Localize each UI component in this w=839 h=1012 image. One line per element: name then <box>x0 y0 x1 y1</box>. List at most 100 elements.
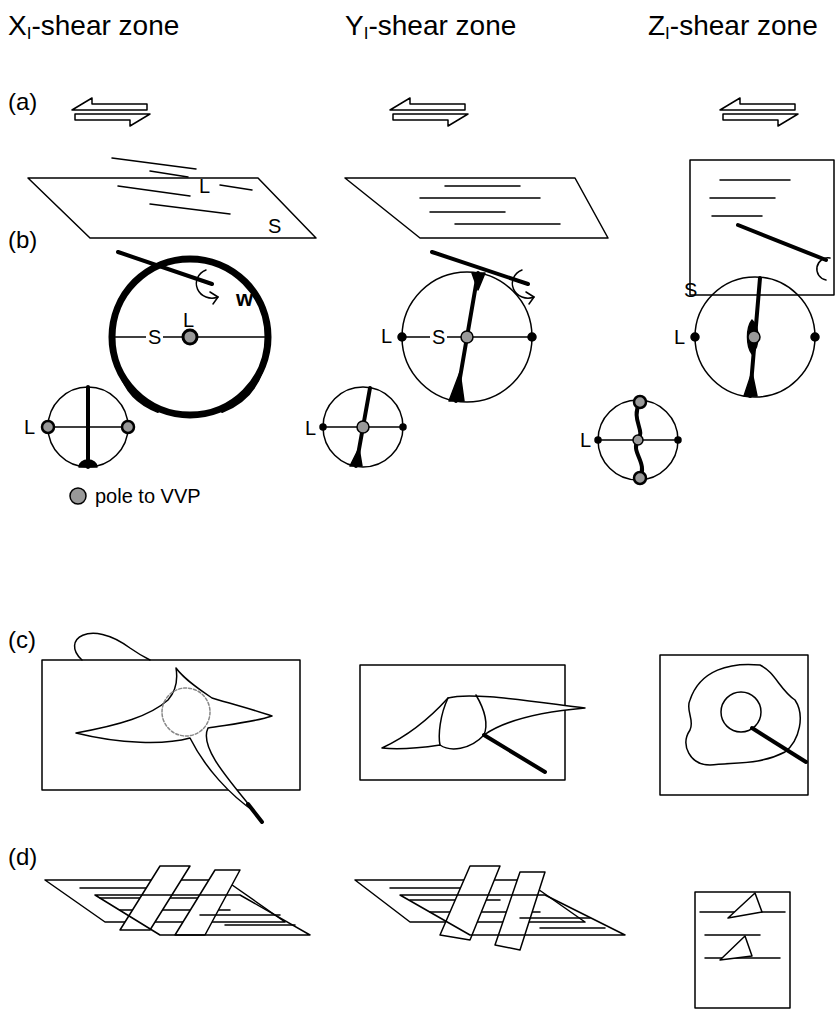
figure-stroke <box>744 372 757 396</box>
figure-stroke <box>357 421 369 433</box>
figure-stroke <box>398 333 406 341</box>
shear-sense-arrow <box>723 114 798 126</box>
figure-stroke <box>162 688 210 736</box>
figure-stroke <box>752 728 806 762</box>
lineation-label: L <box>580 430 591 450</box>
figure-stroke <box>472 273 485 290</box>
figure-stroke <box>520 918 605 928</box>
figure-group <box>28 158 834 1008</box>
foliation-label: S <box>146 327 163 347</box>
figure-stroke <box>495 872 545 950</box>
figure-stroke <box>402 272 532 402</box>
shear-sense-arrow <box>720 98 795 110</box>
figure-stroke <box>76 668 272 812</box>
figure-stroke <box>811 333 819 341</box>
figure-stroke <box>695 277 815 397</box>
figure-stroke <box>42 421 54 433</box>
foliation-label: S <box>430 327 447 347</box>
figure-group <box>72 98 798 126</box>
figure-stroke <box>345 178 608 238</box>
figure-stroke <box>484 735 545 772</box>
figure-stroke <box>675 437 681 443</box>
figure-stroke <box>120 866 190 930</box>
figure-stroke <box>526 292 534 304</box>
figure-stroke <box>86 387 90 467</box>
figure-stroke <box>721 692 761 732</box>
heading-subscript: I <box>665 25 670 42</box>
shear-sense-arrow <box>393 114 468 126</box>
figure-stroke <box>210 292 218 304</box>
figure-stroke <box>598 400 678 480</box>
figure-stroke <box>70 488 86 504</box>
column-heading: Z <box>648 12 665 40</box>
figure-stroke <box>660 655 808 795</box>
foliation-label: S <box>684 280 697 300</box>
heading-subscript: I <box>364 25 369 42</box>
figure-stroke <box>400 424 406 430</box>
figure-stroke <box>595 437 601 443</box>
figure-stroke <box>528 333 536 341</box>
figure-stroke <box>112 259 268 415</box>
panel-letter: (b) <box>8 228 37 252</box>
figure-stroke <box>48 387 128 467</box>
column-heading: Y <box>345 12 364 40</box>
figure-stroke <box>420 186 560 224</box>
figure-stroke <box>440 866 500 940</box>
figure-stroke <box>461 331 473 343</box>
heading-subscript: I <box>27 25 32 42</box>
figure-stroke <box>748 331 760 343</box>
panel-letter: (c) <box>8 628 36 652</box>
figure-stroke <box>95 895 310 935</box>
vorticity-label: w <box>236 288 253 310</box>
figure-stroke <box>400 895 625 935</box>
shear-sense-arrow <box>75 114 150 126</box>
figure-stroke <box>320 424 326 430</box>
legend-text: pole to VVP <box>95 486 201 506</box>
figure-stroke <box>120 372 158 412</box>
figure-stroke <box>112 158 252 190</box>
figure-stroke <box>75 633 150 660</box>
figure-stroke <box>710 180 790 216</box>
column-heading: -shear zone <box>368 12 516 40</box>
panel-letter: (a) <box>8 90 37 114</box>
figure-stroke <box>634 396 646 408</box>
figure-stroke <box>817 258 830 280</box>
figure-stroke <box>200 915 295 925</box>
foliation-label: S <box>268 216 281 236</box>
figure-stroke <box>382 696 585 749</box>
lineation-label: L <box>183 310 194 330</box>
lineation-label: L <box>305 418 316 438</box>
figure-stroke <box>691 333 699 341</box>
figure-stroke <box>350 448 362 466</box>
panel-letter: (d) <box>8 845 37 869</box>
figure-stroke <box>248 804 262 822</box>
figure-stroke <box>690 160 834 295</box>
figure-stroke <box>695 892 790 1008</box>
figure-stroke <box>323 387 403 467</box>
figure-stroke <box>118 186 230 214</box>
figure-stroke <box>634 472 646 484</box>
shear-sense-arrow <box>390 98 465 110</box>
lineation-label: L <box>674 327 685 347</box>
figure-stroke <box>222 372 262 412</box>
figure-stroke <box>196 270 218 298</box>
lineation-label: L <box>24 417 35 437</box>
lineation-label: L <box>199 176 210 196</box>
column-heading: -shear zone <box>670 12 818 40</box>
figure-stroke <box>28 178 316 238</box>
figure-stroke <box>728 893 762 918</box>
figure-stroke <box>738 225 826 260</box>
figure-stroke <box>633 435 643 445</box>
shear-sense-arrow <box>72 98 147 110</box>
column-heading: -shear zone <box>31 12 179 40</box>
figure-stroke <box>439 695 486 745</box>
lineation-label: L <box>381 326 392 346</box>
column-heading: X <box>8 12 27 40</box>
figure-stroke <box>79 460 97 467</box>
figure-stroke <box>720 936 752 960</box>
figure-stroke <box>183 330 197 344</box>
figure-stroke <box>449 372 464 401</box>
figure-stroke <box>122 421 134 433</box>
